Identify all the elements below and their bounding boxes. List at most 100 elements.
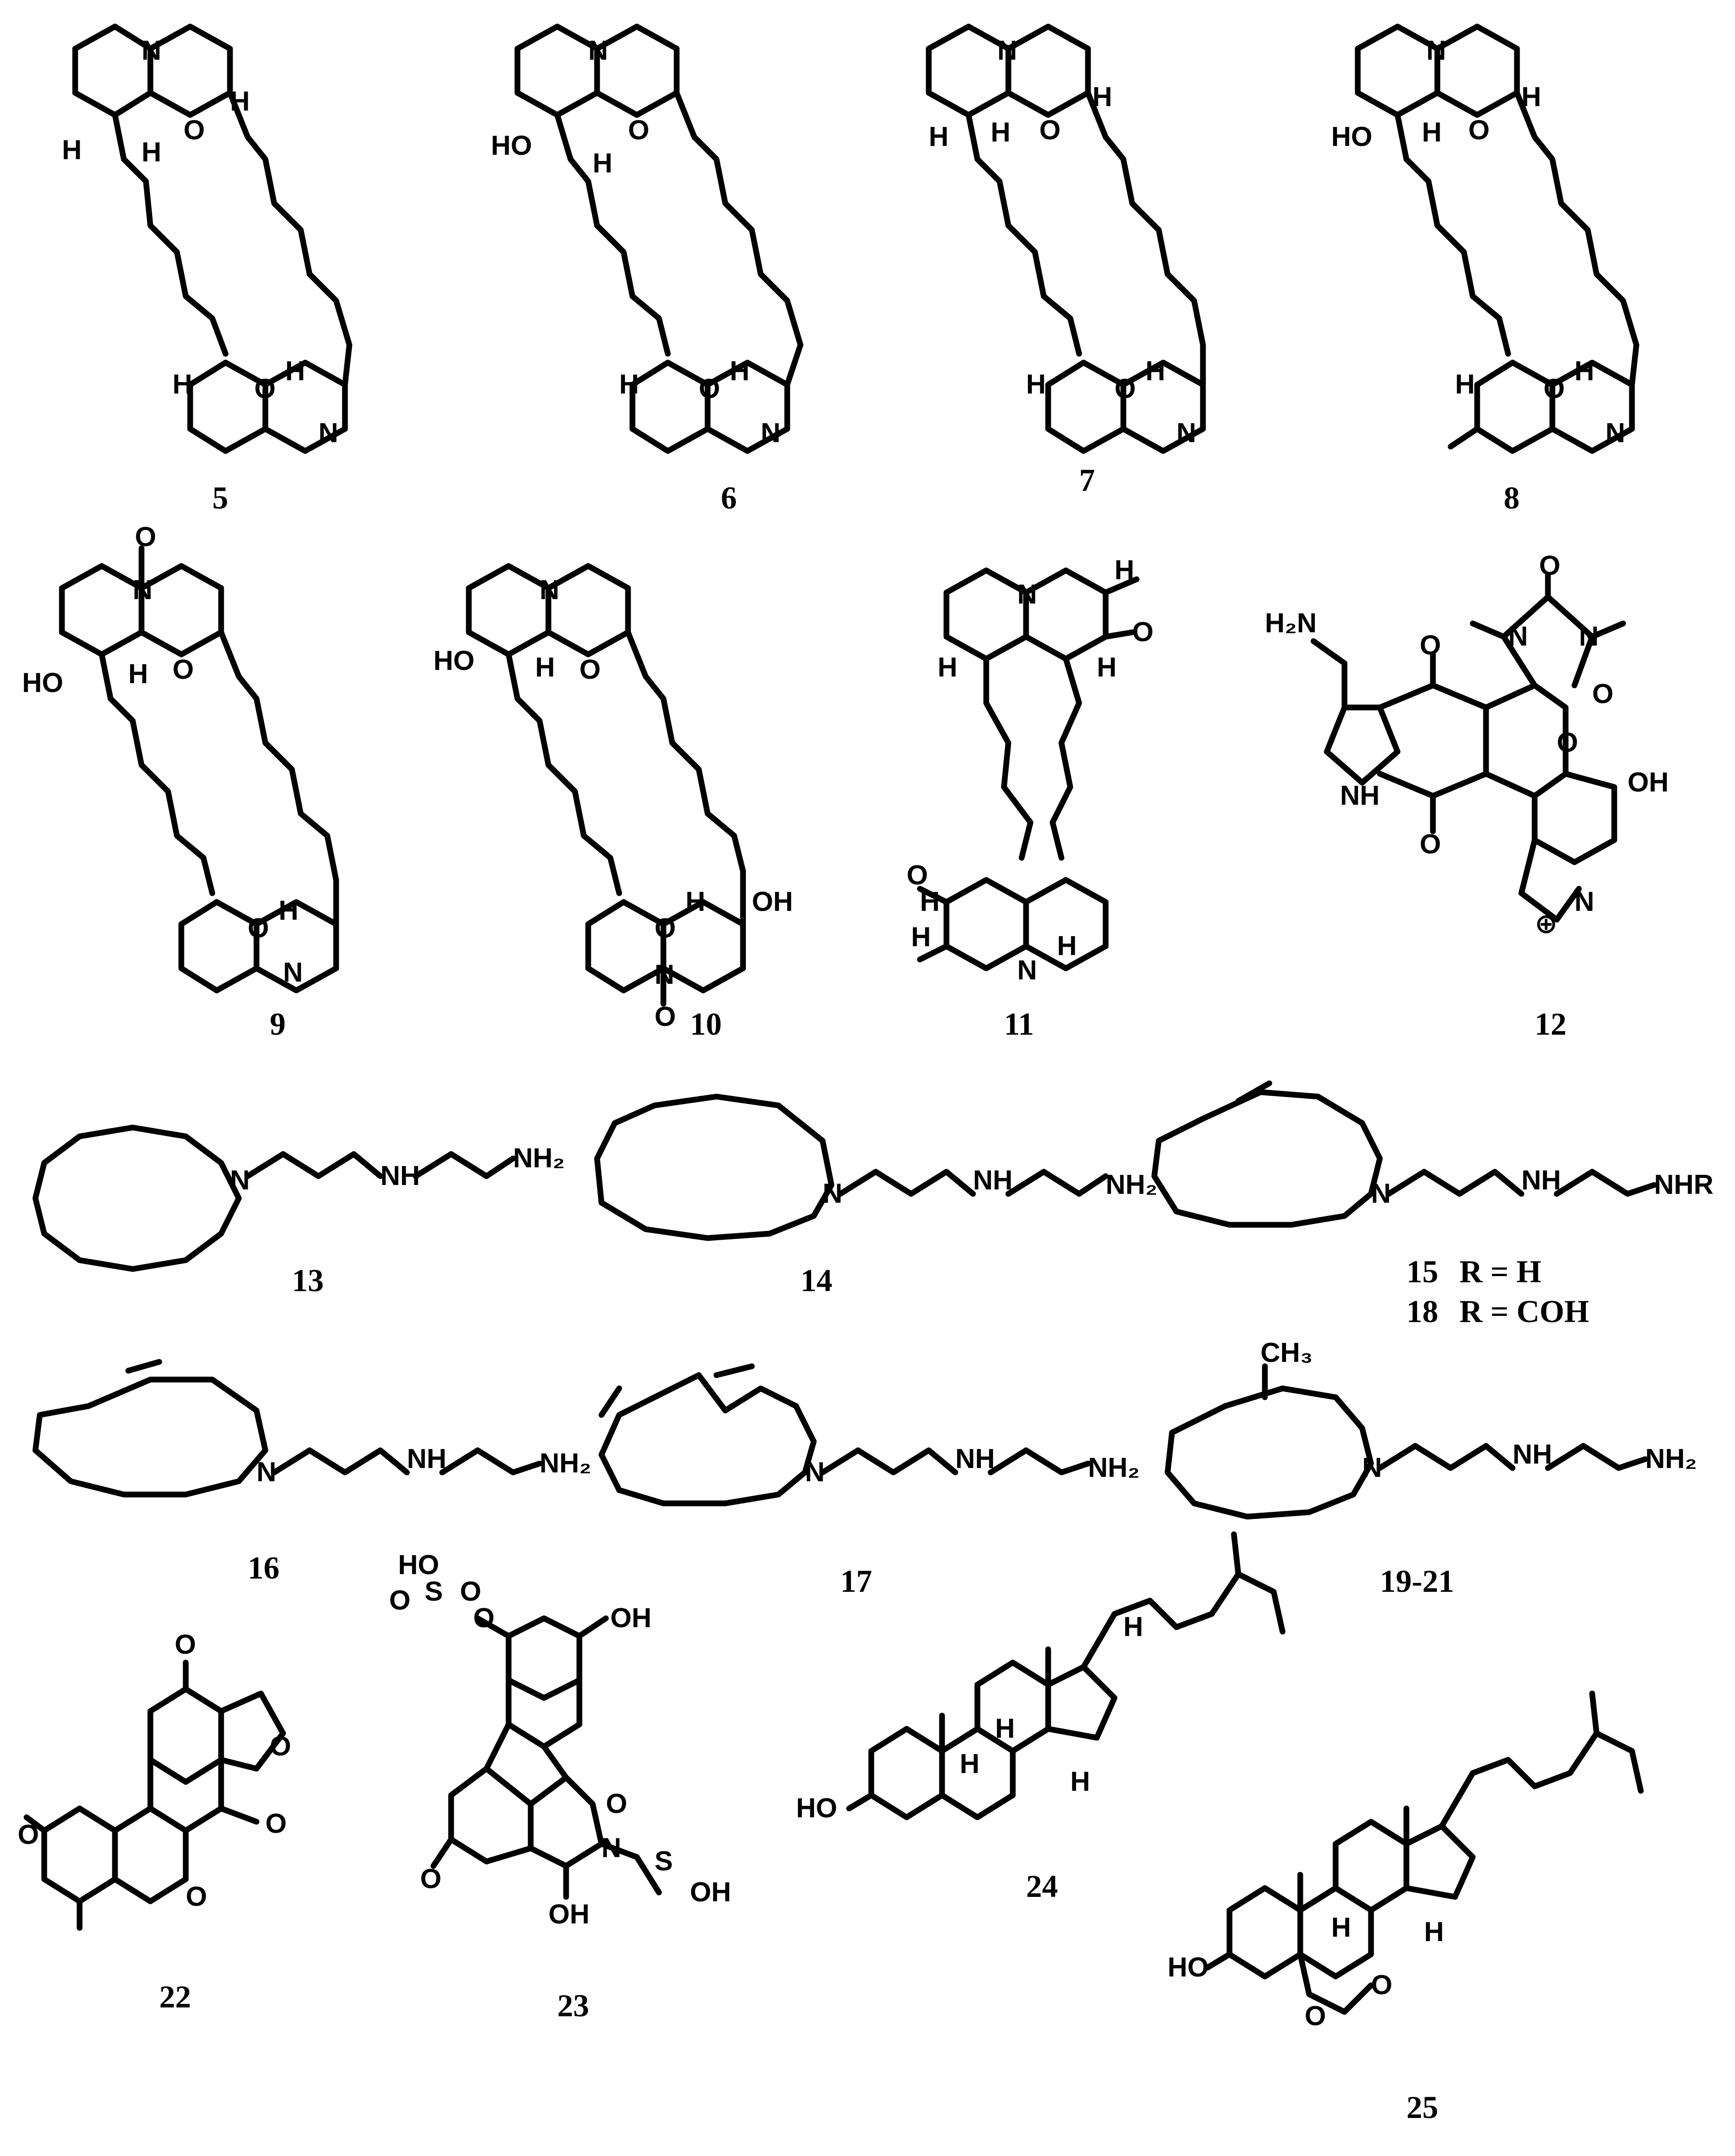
structure-7 bbox=[926, 23, 1206, 454]
compound-label-14: 14 bbox=[800, 1263, 832, 1298]
compound-label-9: 9 bbox=[270, 1006, 286, 1042]
atom-O: O bbox=[1039, 115, 1061, 145]
atom-O: O bbox=[579, 654, 601, 685]
atom-H: H bbox=[285, 356, 305, 386]
compound-note-15: R = H bbox=[1459, 1254, 1541, 1289]
atom-N: N bbox=[1605, 418, 1625, 448]
structure-11 bbox=[917, 567, 1140, 971]
atom-O: O bbox=[473, 1603, 494, 1633]
atom-H: H bbox=[172, 369, 192, 400]
atom-H: H bbox=[1574, 356, 1594, 386]
atom-H: H bbox=[1070, 1766, 1090, 1797]
atom-HO: HO bbox=[433, 646, 475, 676]
compound-note-18: R = COH bbox=[1459, 1294, 1589, 1329]
atom-NH2: NH₂ bbox=[1088, 1453, 1140, 1483]
atom-H: H bbox=[1331, 1912, 1351, 1943]
atom-N: N bbox=[588, 35, 608, 66]
atom-CH3: CH₃ bbox=[1260, 1338, 1313, 1368]
atom-O: O bbox=[699, 374, 720, 404]
atom-H: H bbox=[995, 1713, 1015, 1744]
atom-H: H bbox=[279, 895, 299, 926]
atom-O: O bbox=[175, 1629, 196, 1660]
structure-16 bbox=[32, 1359, 543, 1498]
atom-H: H bbox=[991, 117, 1011, 148]
atom-H: H bbox=[1521, 82, 1541, 112]
atom-H: H bbox=[1115, 555, 1134, 585]
structure-15 bbox=[1151, 1080, 1657, 1228]
atom-H: H bbox=[593, 148, 613, 179]
atom-H: H bbox=[1422, 117, 1442, 148]
atom-O: O bbox=[420, 1864, 441, 1894]
atom-O: O bbox=[655, 1002, 676, 1032]
atom-NH2: NH₂ bbox=[540, 1448, 591, 1479]
structure-13 bbox=[32, 1124, 516, 1272]
atom-O: O bbox=[1371, 1970, 1392, 2000]
atom-N: N bbox=[1362, 1453, 1382, 1483]
atom-H: H bbox=[1057, 931, 1077, 961]
atom-HO: HO bbox=[22, 668, 63, 698]
atom-H: H bbox=[1097, 652, 1117, 683]
atom-N: N bbox=[761, 418, 781, 448]
structure-25 bbox=[1204, 1690, 1644, 2015]
structure-12 bbox=[1310, 572, 1626, 923]
atom-HO: HO bbox=[796, 1793, 837, 1823]
atom-H: H bbox=[62, 135, 82, 165]
atom-H: H bbox=[1123, 1612, 1143, 1642]
compound-label-7: 7 bbox=[1079, 463, 1095, 498]
structure-6 bbox=[514, 23, 804, 454]
compound-label-13: 13 bbox=[292, 1263, 324, 1298]
atom-O: O bbox=[265, 1808, 287, 1839]
atom-NH: NH bbox=[955, 1444, 995, 1474]
atom-NH: NH bbox=[1513, 1439, 1552, 1470]
structure-8 bbox=[1355, 23, 1639, 454]
structure-22 bbox=[23, 1659, 286, 1931]
atom-N: N bbox=[230, 1165, 250, 1196]
atom-OH: OH bbox=[548, 1899, 590, 1930]
atom-H: H bbox=[938, 652, 958, 683]
atom-N: N bbox=[1508, 621, 1528, 652]
atom-O: O bbox=[907, 860, 928, 891]
compound-label-16: 16 bbox=[248, 1550, 280, 1586]
compound-label-15: 15 bbox=[1406, 1254, 1438, 1289]
atom-H: H bbox=[1026, 369, 1046, 400]
atom-O: O bbox=[1468, 115, 1490, 145]
compound-label-6: 6 bbox=[721, 480, 737, 516]
atom-O: O bbox=[1557, 727, 1578, 758]
atom-HO: HO bbox=[1331, 122, 1372, 152]
compound-label-10: 10 bbox=[690, 1006, 722, 1042]
compound-label-12: 12 bbox=[1535, 1006, 1566, 1042]
atom-NHR: NHR bbox=[1654, 1170, 1713, 1200]
atom-O: O bbox=[172, 654, 194, 685]
structure-24 bbox=[846, 1531, 1286, 1820]
atom-O: O bbox=[135, 522, 156, 552]
atom-O: O bbox=[1539, 550, 1560, 581]
atom-N: N bbox=[1017, 955, 1037, 986]
atom-N: N bbox=[1176, 418, 1196, 448]
atom-H: H bbox=[230, 86, 250, 117]
compound-label-24: 24 bbox=[1026, 1869, 1058, 1904]
atom-H: H bbox=[535, 652, 555, 683]
atom-HO: HO bbox=[491, 130, 532, 161]
structure-17 bbox=[598, 1363, 1091, 1506]
atom-plus: ⊕ bbox=[1535, 909, 1558, 939]
compound-label-19-21: 19-21 bbox=[1380, 1563, 1454, 1599]
atom-N: N bbox=[283, 957, 303, 988]
atom-N: N bbox=[257, 1457, 276, 1487]
atom-O: O bbox=[1132, 617, 1153, 647]
atom-HO: HO bbox=[1168, 1952, 1209, 1983]
atom-N: N bbox=[655, 959, 674, 990]
atom-O: O bbox=[460, 1576, 481, 1607]
atom-O: O bbox=[655, 913, 676, 944]
atom-N: N bbox=[1579, 621, 1599, 652]
atom-H: H bbox=[920, 887, 940, 917]
atom-N: N bbox=[1371, 1178, 1391, 1209]
atom-N: N bbox=[1426, 35, 1446, 66]
atom-NH: NH bbox=[380, 1161, 420, 1191]
atom-O: O bbox=[628, 115, 649, 145]
atom-O: O bbox=[1543, 374, 1565, 404]
atom-N: N bbox=[133, 575, 153, 605]
atom-O: O bbox=[389, 1585, 410, 1616]
atom-O: O bbox=[270, 1731, 291, 1762]
